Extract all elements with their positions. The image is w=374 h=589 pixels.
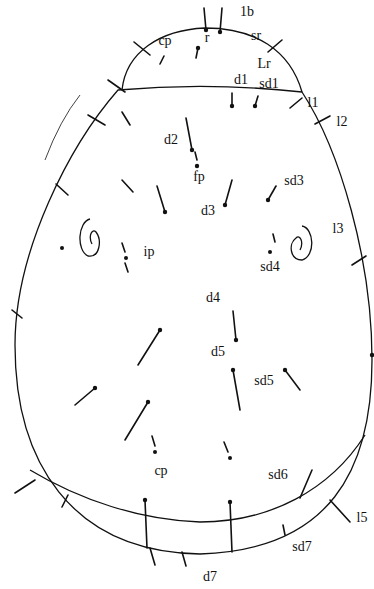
seta-label: 1b — [240, 5, 254, 19]
seta-label: ip — [144, 245, 155, 259]
seta-label: cp — [158, 34, 171, 48]
seta-label: d4 — [206, 291, 220, 305]
seta-label: d3 — [201, 204, 215, 218]
seta-label: sd1 — [259, 77, 278, 91]
posterior-band-line — [30, 435, 365, 522]
seta-label: r — [205, 31, 210, 45]
shield-outline — [15, 86, 372, 554]
seta-label: d5 — [211, 345, 225, 359]
seta-label: sd7 — [292, 540, 311, 554]
pore-symbol — [291, 226, 312, 260]
seta-label: sd4 — [260, 260, 279, 274]
seta-label: l2 — [337, 115, 348, 129]
shoulder-line — [45, 95, 80, 160]
seta-label: sd5 — [254, 374, 273, 388]
seta-label: d7 — [203, 570, 217, 584]
seta-label: d1 — [234, 73, 248, 87]
seta-bases — [60, 28, 374, 504]
seta-label: d2 — [164, 133, 178, 147]
seta-label: cp — [154, 464, 167, 478]
seta-label: l1 — [308, 96, 319, 110]
seta-label: l5 — [357, 511, 368, 525]
seta-label: l3 — [333, 222, 344, 236]
seta-label: sd3 — [284, 174, 303, 188]
setae — [12, 8, 366, 566]
seta-label: fp — [193, 170, 205, 184]
seta-label: Lr — [257, 57, 270, 71]
pore-symbol — [80, 219, 99, 256]
rostral-cap-outline — [122, 28, 302, 92]
seta-label: sr — [251, 29, 261, 43]
seta-label: sd6 — [268, 468, 287, 482]
